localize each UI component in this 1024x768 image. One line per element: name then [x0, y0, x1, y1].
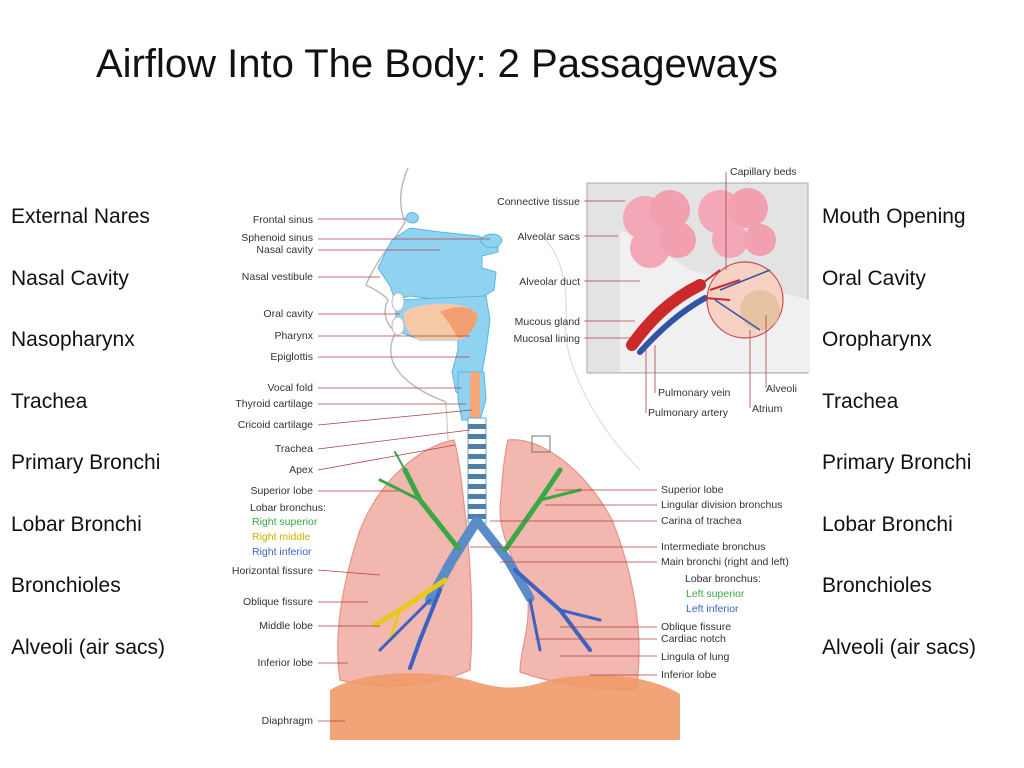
- label-alveolar-sacs: Alveolar sacs: [518, 231, 580, 243]
- label-sphenoid-sinus: Sphenoid sinus: [241, 232, 313, 244]
- label-nasal-vestibule: Nasal vestibule: [242, 271, 313, 283]
- label-inferior-lobe-right: Inferior lobe: [661, 669, 717, 681]
- label-frontal-sinus: Frontal sinus: [253, 214, 313, 226]
- label-atrium: Atrium: [752, 403, 783, 415]
- label-alveolar-duct: Alveolar duct: [519, 276, 580, 288]
- label-middle-lobe: Middle lobe: [259, 620, 313, 632]
- alveoli-inset: [587, 183, 810, 373]
- larynx-highlight: [470, 372, 480, 418]
- diaphragm-shape: [330, 673, 680, 740]
- label-right-superior: Right superior: [252, 516, 318, 528]
- label-vocal-fold: Vocal fold: [267, 382, 313, 394]
- label-pulmonary-artery: Pulmonary artery: [648, 407, 729, 419]
- neck-outline: [446, 402, 448, 440]
- label-intermediate-bronchus: Intermediate bronchus: [661, 541, 765, 553]
- label-pulmonary-vein: Pulmonary vein: [658, 387, 731, 399]
- label-alveoli: Alveoli: [766, 383, 797, 395]
- trachea-rings: [468, 418, 486, 523]
- label-oblique-fissure-left: Oblique fissure: [243, 596, 313, 608]
- lip-upper: [392, 293, 404, 311]
- label-cardiac-notch: Cardiac notch: [661, 633, 726, 645]
- label-lingular-division: Lingular division bronchus: [661, 499, 782, 511]
- label-main-bronchi: Main bronchi (right and left): [661, 556, 789, 568]
- label-left-superior: Left superior: [686, 588, 745, 600]
- label-trachea: Trachea: [275, 443, 313, 455]
- label-capillary-beds: Capillary beds: [730, 166, 797, 178]
- label-horizontal-fissure: Horizontal fissure: [232, 565, 313, 577]
- left-lung-shape: [500, 440, 639, 690]
- label-lobar-bronchus-left: Lobar bronchus:: [250, 502, 326, 514]
- label-right-inferior: Right inferior: [252, 546, 312, 558]
- label-mucous-gland: Mucous gland: [515, 316, 581, 328]
- label-mucosal-lining: Mucosal lining: [513, 333, 580, 345]
- label-lobar-bronchus-right: Lobar bronchus:: [685, 573, 761, 585]
- label-left-inferior: Left inferior: [686, 603, 739, 615]
- label-superior-lobe-left: Superior lobe: [251, 485, 314, 497]
- label-oral-cavity: Oral cavity: [263, 308, 313, 320]
- lip-lower: [392, 317, 404, 335]
- label-thyroid-cartilage: Thyroid cartilage: [235, 398, 313, 410]
- label-epiglottis: Epiglottis: [270, 351, 313, 363]
- label-diaphragm: Diaphragm: [262, 715, 314, 727]
- label-carina: Carina of trachea: [661, 515, 742, 527]
- label-pharynx: Pharynx: [274, 330, 313, 342]
- label-apex: Apex: [289, 464, 314, 476]
- label-inferior-lobe-left: Inferior lobe: [258, 657, 314, 669]
- label-cricoid-cartilage: Cricoid cartilage: [238, 419, 313, 431]
- label-superior-lobe-right: Superior lobe: [661, 484, 724, 496]
- label-lingula: Lingula of lung: [661, 651, 729, 663]
- label-oblique-fissure-right: Oblique fissure: [661, 621, 731, 633]
- label-connective-tissue: Connective tissue: [497, 196, 580, 208]
- head-labels: Frontal sinus Sphenoid sinus Nasal cavit…: [232, 214, 326, 727]
- label-nasal-cavity: Nasal cavity: [256, 244, 313, 256]
- lung-right-labels: Superior lobe Lingular division bronchus…: [661, 484, 789, 681]
- label-right-middle: Right middle: [252, 531, 311, 543]
- frontal-sinus-shape: [406, 213, 418, 223]
